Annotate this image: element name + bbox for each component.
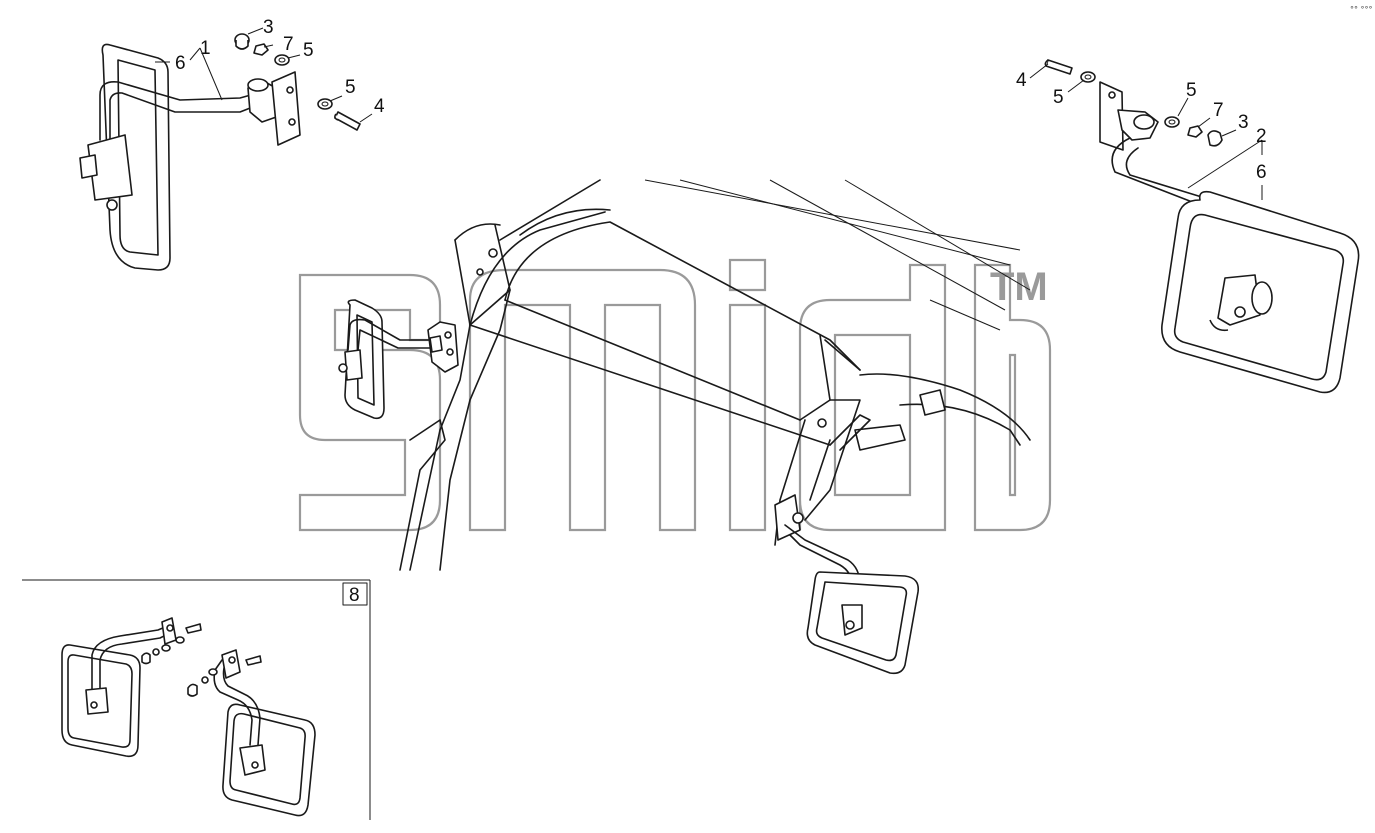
watermark: TM — [298, 258, 1052, 532]
callout-2: 2 — [1256, 126, 1267, 147]
callout-5-right-left: 5 — [1053, 87, 1064, 108]
callout-7-left: 7 — [283, 34, 294, 55]
callout-7-right: 7 — [1213, 100, 1224, 121]
mirror-assembly-left — [79, 33, 361, 271]
leader-lines — [155, 27, 1263, 200]
callout-6-left: 6 — [175, 53, 186, 74]
callouts-left: 6 1 3 7 5 5 4 — [175, 17, 385, 117]
callout-4-right: 4 — [1016, 70, 1027, 91]
callout-4-left: 4 — [374, 96, 385, 117]
callout-5-left-bottom: 5 — [345, 77, 356, 98]
callout-5-right: 5 — [1186, 80, 1197, 101]
callout-6-right: 6 — [1256, 162, 1267, 183]
mirror-assembly-right — [1044, 59, 1360, 394]
corner-mark: °° °°° — [1350, 5, 1373, 14]
cab-structure — [399, 179, 1031, 571]
cab-mirror-left — [338, 299, 459, 420]
callout-3-right: 3 — [1238, 112, 1249, 133]
callouts-right: 4 5 5 7 3 2 6 — [1016, 70, 1267, 183]
cab-mirror-right — [774, 494, 920, 675]
callout-3-left: 3 — [263, 17, 274, 38]
callout-5-left-top: 5 — [303, 40, 314, 61]
inset-label: 8 — [349, 585, 360, 606]
callout-1: 1 — [200, 38, 211, 59]
inset-frame: 8 — [22, 579, 371, 820]
